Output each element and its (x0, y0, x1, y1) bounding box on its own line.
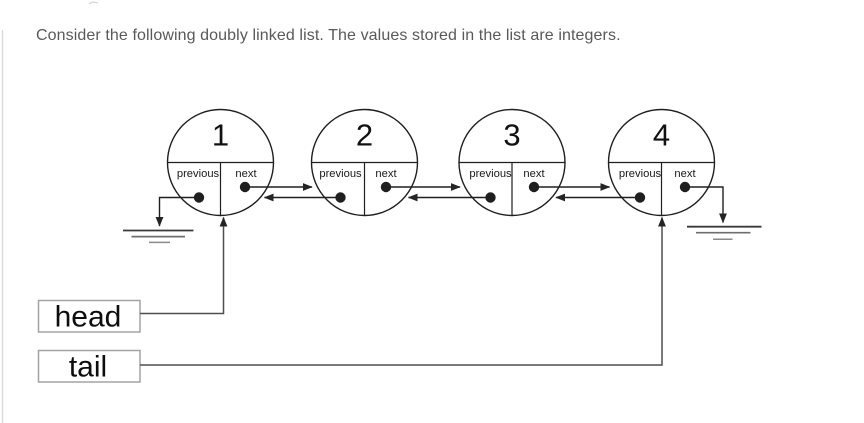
arrow-next-4-to-null (685, 186, 727, 224)
node-3-next-label: next (523, 168, 545, 180)
node-1: 1 previous next (166, 108, 275, 217)
tail-pointer-arrow (140, 216, 666, 366)
node-1-next-label: next (235, 168, 257, 180)
node-1-prev-label: previous (177, 168, 220, 180)
node-2: 2 previous next (310, 108, 419, 217)
node-4: 4 previous next (607, 108, 716, 217)
tail-label: tail (69, 351, 107, 384)
node-4-prev-label: previous (619, 168, 662, 180)
head-pointer-arrow (140, 216, 228, 315)
head-pointer-box: head (37, 299, 141, 334)
ground-icon-right (687, 225, 762, 241)
ground-icon-left (123, 229, 194, 244)
page-title: Consider the following doubly linked lis… (36, 27, 621, 44)
tail-pointer-box: tail (37, 349, 141, 384)
node-3-value: 3 (503, 118, 520, 153)
node-1-value: 1 (212, 118, 229, 153)
node-4-next-label: next (674, 168, 696, 180)
top-smudge (88, 1, 99, 5)
arrow-prev-1-to-null (155, 196, 199, 227)
node-3-prev-label: previous (469, 168, 512, 180)
node-2-prev-label: previous (319, 168, 362, 180)
node-2-value: 2 (356, 118, 373, 153)
node-4-value: 4 (653, 118, 670, 153)
node-3: 3 previous next (458, 108, 566, 217)
node-2-next-label: next (375, 168, 397, 180)
head-label: head (55, 301, 122, 334)
